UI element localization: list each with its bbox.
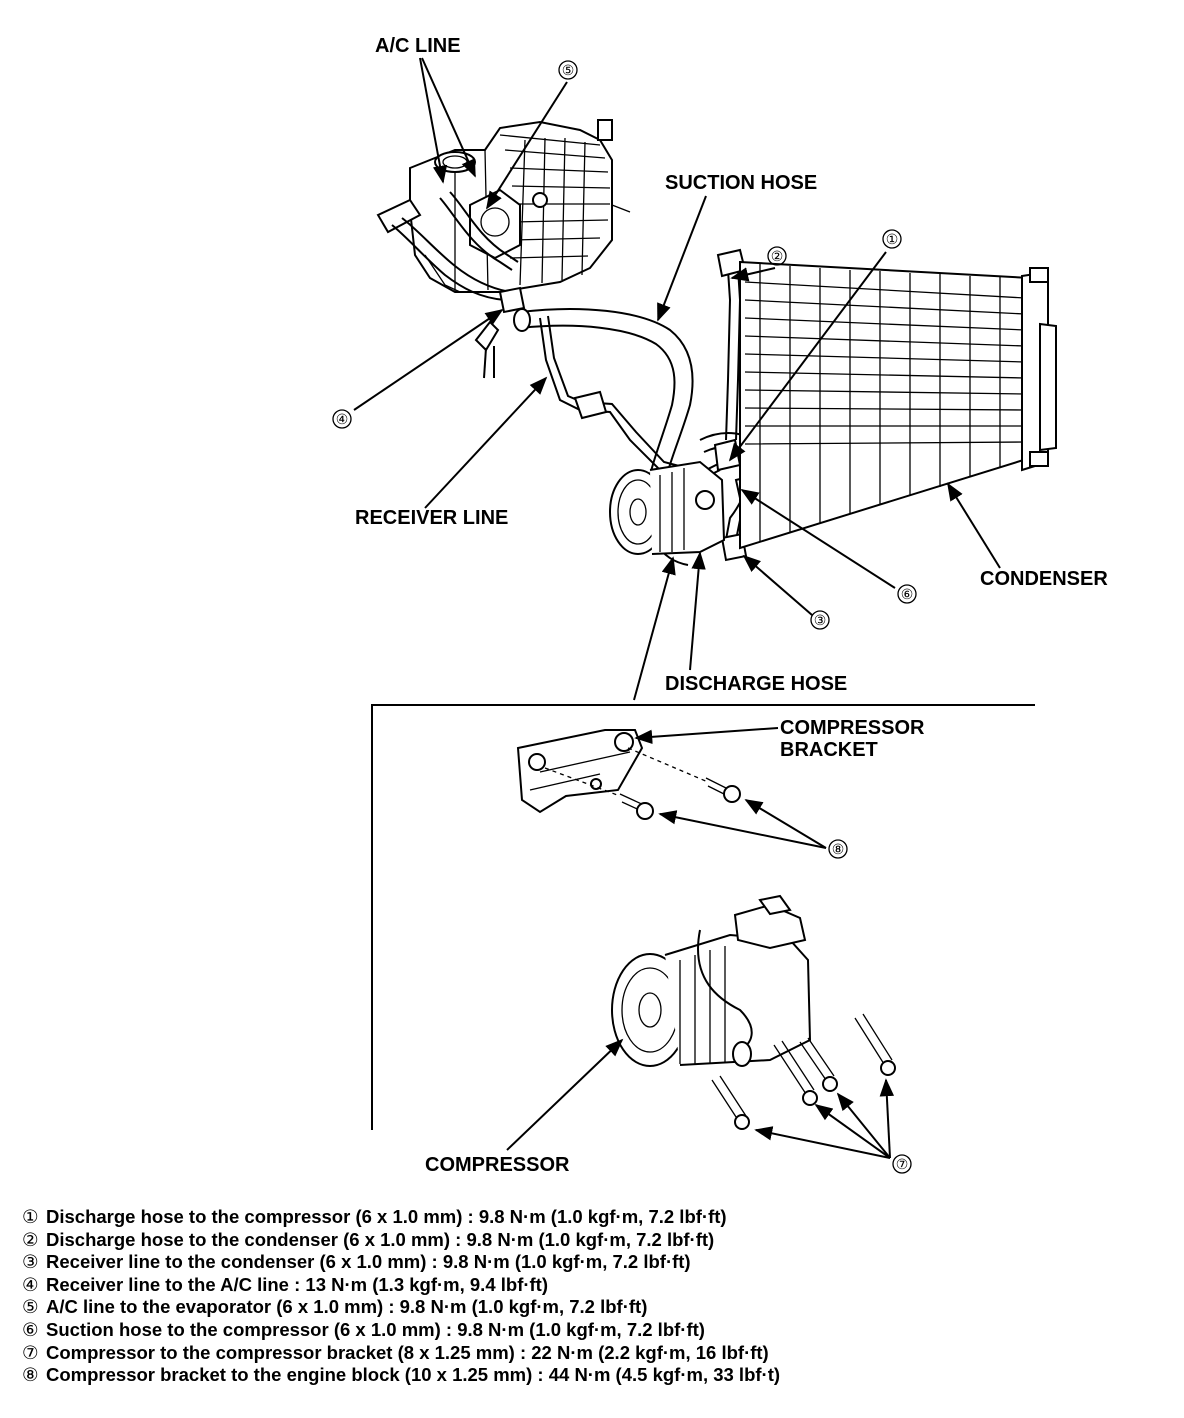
legend-item: ④ Receiver line to the A/C line : 13 N·m … xyxy=(22,1274,1172,1297)
legend-text: Compressor bracket to the engine block (… xyxy=(46,1364,781,1386)
callout-2: ② xyxy=(767,246,787,266)
compressor-upper xyxy=(609,460,726,555)
legend-number: ⑦ xyxy=(22,1341,39,1363)
legend-text: Receiver line to the condenser (6 x 1.0 … xyxy=(46,1251,691,1273)
compressor-bracket xyxy=(516,729,741,820)
compressor-bolts xyxy=(711,1013,896,1130)
condenser xyxy=(739,260,1057,550)
label-receiver-line: RECEIVER LINE xyxy=(355,507,508,529)
callout-7: ⑦ xyxy=(892,1154,912,1174)
legend-number: ② xyxy=(22,1228,39,1250)
legend-number: ④ xyxy=(22,1273,39,1295)
callout-6-text: ⑥ xyxy=(901,586,914,602)
label-ac-line: A/C LINE xyxy=(375,35,461,57)
legend-text: A/C line to the evaporator (6 x 1.0 mm) … xyxy=(46,1296,648,1318)
legend-text: Discharge hose to the condenser (6 x 1.0… xyxy=(46,1228,715,1250)
legend-item: ① Discharge hose to the compressor (6 x 1… xyxy=(22,1206,1172,1229)
receiver-line xyxy=(539,315,723,482)
callout-1-text: ① xyxy=(886,231,899,247)
legend-item: ⑦ Compressor to the compressor bracket (8… xyxy=(22,1342,1172,1365)
label-compressor-bracket-1: COMPRESSOR xyxy=(780,717,925,739)
callout-4: ④ xyxy=(332,409,352,429)
legend-item: ⑤ A/C line to the evaporator (6 x 1.0 mm)… xyxy=(22,1296,1172,1319)
label-compressor-bracket-2: BRACKET xyxy=(780,739,878,761)
label-discharge-hose: DISCHARGE HOSE xyxy=(665,673,847,695)
label-suction-hose: SUCTION HOSE xyxy=(665,172,817,194)
leader-lines xyxy=(353,57,1001,1159)
compressor-inset xyxy=(611,894,896,1130)
torque-spec-legend: ① Discharge hose to the compressor (6 x 1… xyxy=(22,1206,1172,1387)
callout-2-text: ② xyxy=(771,248,784,264)
legend-number: ⑥ xyxy=(22,1318,39,1340)
legend-number: ③ xyxy=(22,1251,39,1273)
legend-item: ⑧ Compressor bracket to the engine block … xyxy=(22,1364,1172,1387)
callout-5: ⑤ xyxy=(558,60,578,80)
ac-line-pipes xyxy=(391,191,526,379)
evaporator-unit xyxy=(376,119,631,293)
callout-3-text: ③ xyxy=(814,612,827,628)
callout-7-text: ⑦ xyxy=(896,1156,909,1172)
callout-4-text: ④ xyxy=(336,411,349,427)
inset-border xyxy=(371,704,1035,1130)
callout-1: ① xyxy=(882,229,902,249)
bracket-bolt-a xyxy=(619,793,654,820)
callout-3: ③ xyxy=(810,610,830,630)
label-compressor: COMPRESSOR xyxy=(425,1154,570,1176)
legend-text: Suction hose to the compressor (6 x 1.0 … xyxy=(46,1318,705,1340)
callout-8-text: ⑧ xyxy=(832,841,845,857)
legend-number: ① xyxy=(22,1206,39,1227)
legend-number: ⑤ xyxy=(22,1296,39,1318)
legend-number: ⑧ xyxy=(22,1364,39,1386)
legend-item: ② Discharge hose to the condenser (6 x 1.… xyxy=(22,1229,1172,1252)
legend-text: Discharge hose to the compressor (6 x 1.… xyxy=(46,1206,727,1227)
legend-item: ⑥ Suction hose to the compressor (6 x 1.0… xyxy=(22,1319,1172,1342)
legend-text: Compressor to the compressor bracket (8 … xyxy=(46,1341,769,1363)
bracket-bolt-b xyxy=(705,777,741,803)
legend-item: ③ Receiver line to the condenser (6 x 1.0… xyxy=(22,1251,1172,1274)
callout-6: ⑥ xyxy=(897,584,917,604)
callout-8: ⑧ xyxy=(828,839,848,859)
callout-5-text: ⑤ xyxy=(562,62,575,78)
label-condenser: CONDENSER xyxy=(980,568,1108,590)
legend-text: Receiver line to the A/C line : 13 N·m (… xyxy=(46,1273,548,1295)
